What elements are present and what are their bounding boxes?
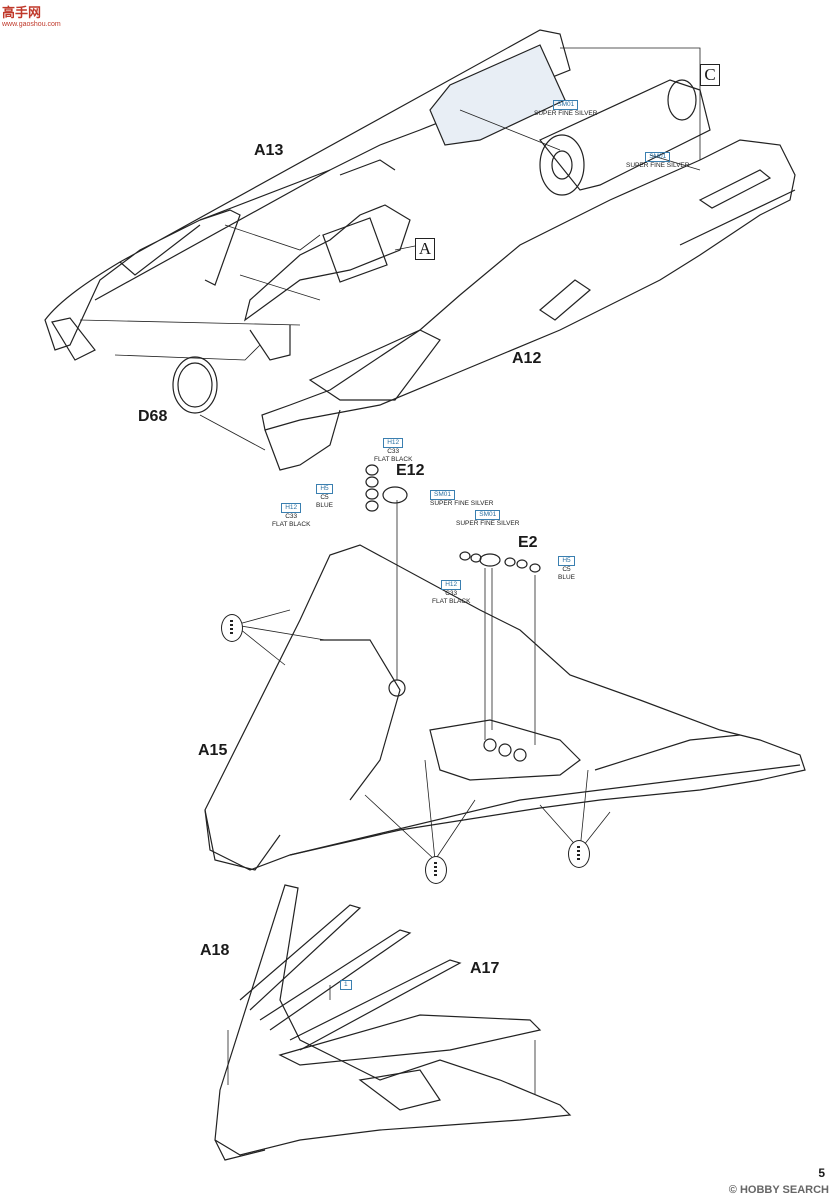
subassembly-a-box: A <box>415 238 435 260</box>
paint-callout-e2-silver: SM01 SUPER FINE SILVER <box>456 510 520 527</box>
parts-e12-e2 <box>365 464 541 573</box>
paint-callout-e12-black-2: H12 C33 FLAT BLACK <box>272 503 311 528</box>
drill-hole-icon <box>425 856 447 884</box>
fuselage-upper-a13 <box>44 29 571 361</box>
watermark-hobby-search: © HOBBY SEARCH <box>728 1184 829 1196</box>
drill-hole-icon <box>568 840 590 868</box>
cockpit-subassembly-a <box>244 204 411 361</box>
part-label-e2: E2 <box>518 534 538 551</box>
part-label-d68: D68 <box>138 408 168 425</box>
paint-callout-e12-blue: H5 C5 BLUE <box>316 484 333 509</box>
paint-callout-e2-black: H12 C33 FLAT BLACK <box>432 580 471 605</box>
drill-hole-icon <box>221 614 243 642</box>
watermark-logo: 高手网 www.gaoshou.com <box>2 5 61 28</box>
lower-assembly-a18-a17 <box>214 884 572 1161</box>
part-label-a18: A18 <box>200 942 230 959</box>
fuselage-lower-a12 <box>261 139 796 471</box>
paint-callout-e2-blue: H5 C5 BLUE <box>558 556 575 581</box>
step-reference-1: 1 <box>340 980 352 990</box>
part-label-a17: A17 <box>470 960 500 977</box>
part-d68-ring <box>172 356 218 414</box>
paint-callout-e12-silver: SM01 SUPER FINE SILVER <box>430 490 494 507</box>
guide-lines-middle <box>234 500 611 861</box>
engine-part-c <box>539 79 711 196</box>
page-number: 5 <box>818 1166 825 1180</box>
guide-lines-bottom <box>227 985 536 1095</box>
paint-callout-e12-black: H12 C33 FLAT BLACK <box>374 438 413 463</box>
part-label-e12: E12 <box>396 462 425 479</box>
subassembly-c-box: C <box>700 64 720 86</box>
part-label-a12: A12 <box>512 350 542 367</box>
guide-lines-top <box>79 47 701 451</box>
paint-callout-sm01-a: SM01 SUPER FINE SILVER <box>534 100 598 117</box>
lower-fuselage-a15 <box>204 544 806 871</box>
part-label-a13: A13 <box>254 142 284 159</box>
paint-callout-sm01-b: SM01 SUPER FINE SILVER <box>626 152 690 169</box>
part-label-a15: A15 <box>198 742 228 759</box>
